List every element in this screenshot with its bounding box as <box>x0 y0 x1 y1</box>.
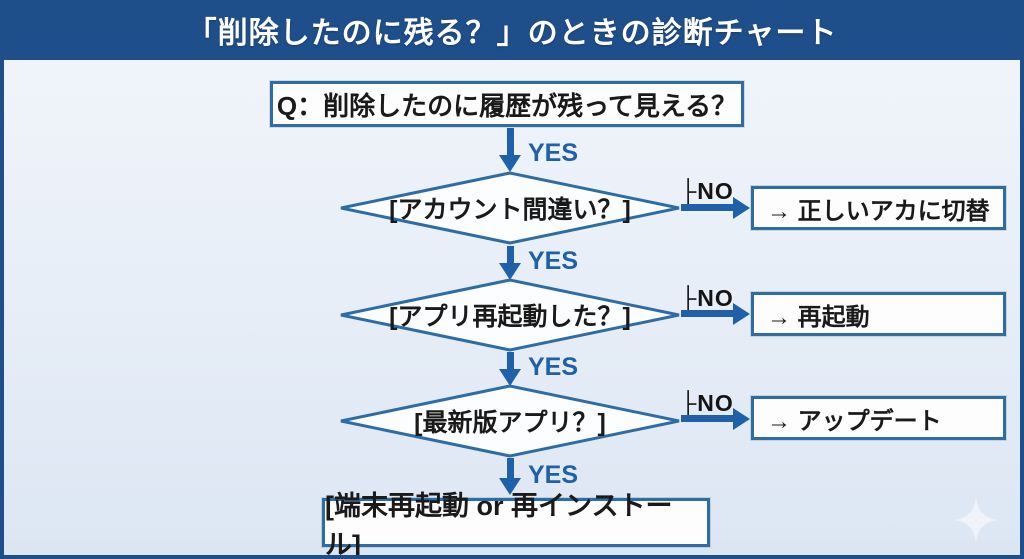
action-switch-account: → 正しいアカに切替 <box>751 186 1006 230</box>
no-label-3: ├NO <box>680 390 734 416</box>
arrow-down-1-head <box>499 155 521 172</box>
yes-label-1: YES <box>528 139 579 167</box>
decision-restart-app: [アプリ再起動した？] <box>338 277 682 353</box>
arrow-right-1-head <box>733 197 750 219</box>
page-title: 「削除したのに残る？」のときの診断チャート <box>186 17 838 50</box>
diamond-shape <box>340 171 680 245</box>
final-action-box: [端末再起動 or 再インストール] <box>322 491 710 555</box>
decision-account-text: [アカウント間違い？] <box>389 196 631 224</box>
yes-label-3: YES <box>528 353 579 381</box>
arrow-down-3-head <box>499 369 521 386</box>
action-switch-account-text: → 正しいアカに切替 <box>767 197 990 225</box>
decision-account: [アカウント間違い？] <box>338 170 682 246</box>
action-restart-text: → 再起動 <box>767 303 870 331</box>
action-update: → アップデート <box>751 396 1006 440</box>
arrow-right-2 <box>681 310 734 317</box>
arrow-right-3-head <box>733 408 750 430</box>
sparkle-icon <box>954 498 998 547</box>
final-action-text: [端末再起動 or 再インストール] <box>325 490 673 559</box>
arrow-down-3 <box>507 352 514 371</box>
decision-latest-version: [最新版アプリ？] <box>338 383 682 459</box>
action-restart: → 再起動 <box>751 292 1006 336</box>
no-label-1: ├NO <box>680 178 734 204</box>
yes-label-2: YES <box>528 247 579 275</box>
arrow-right-1 <box>681 204 734 211</box>
decision-latest-version-text: [最新版アプリ？] <box>414 409 606 437</box>
arrow-down-4 <box>507 458 514 480</box>
diamond-shape <box>340 384 680 458</box>
arrow-down-2 <box>507 246 514 265</box>
action-update-text: → アップデート <box>767 407 942 435</box>
arrow-down-4-head <box>499 478 521 495</box>
arrow-down-1 <box>507 128 514 157</box>
title-bar: 「削除したのに残る？」のときの診断チャート <box>4 4 1020 60</box>
question-text: Q：削除したのに履歴が残って見える？ <box>276 90 738 121</box>
decision-restart-app-text: [アプリ再起動した？] <box>389 303 631 331</box>
arrow-right-3 <box>681 415 734 422</box>
yes-label-4: YES <box>528 461 579 489</box>
arrow-right-2-head <box>733 303 750 325</box>
arrow-down-2-head <box>499 263 521 280</box>
diamond-shape <box>340 278 680 352</box>
no-label-2: ├NO <box>680 285 734 311</box>
question-box: Q：削除したのに履歴が残って見える？ <box>270 81 744 127</box>
